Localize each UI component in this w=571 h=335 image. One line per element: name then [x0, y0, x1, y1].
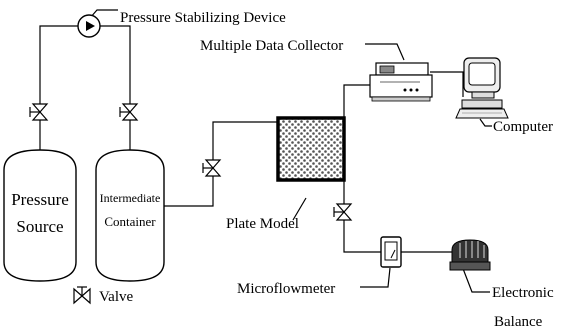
label-intermediate-container-line1: Intermediate	[100, 191, 161, 205]
label-computer: Computer	[493, 119, 553, 135]
label-intermediate-container-line2: Container	[104, 214, 156, 229]
label-pressure-source-line2: Source	[16, 217, 63, 236]
valve-middle	[202, 159, 222, 177]
label-multiple-data-collector: Multiple Data Collector	[200, 38, 343, 54]
pressure-stabilizing-device	[77, 14, 101, 38]
valve-right-top	[119, 103, 139, 121]
label-valve-legend: Valve	[99, 289, 133, 305]
label-electronic-balance-line2: Balance	[494, 314, 543, 330]
plate-model	[276, 116, 346, 182]
microflowmeter-device	[380, 236, 402, 268]
multiple-data-collector-device	[369, 62, 433, 102]
valve-legend-icon	[73, 286, 91, 305]
label-electronic-balance-line1: Electronic	[492, 285, 554, 301]
intermediate-container-tank	[95, 149, 165, 282]
electronic-balance-device	[449, 239, 491, 271]
label-pressure-source-line1: Pressure	[11, 190, 69, 209]
valve-left-top	[29, 103, 49, 121]
computer-icon	[455, 57, 509, 119]
pressure-source-tank	[3, 149, 77, 282]
valve-lower-right	[333, 203, 353, 221]
label-plate-model: Plate Model	[226, 216, 299, 232]
label-pressure-stabilizing-device: Pressure Stabilizing Device	[120, 10, 286, 26]
label-microflowmeter: Microflowmeter	[237, 281, 335, 297]
